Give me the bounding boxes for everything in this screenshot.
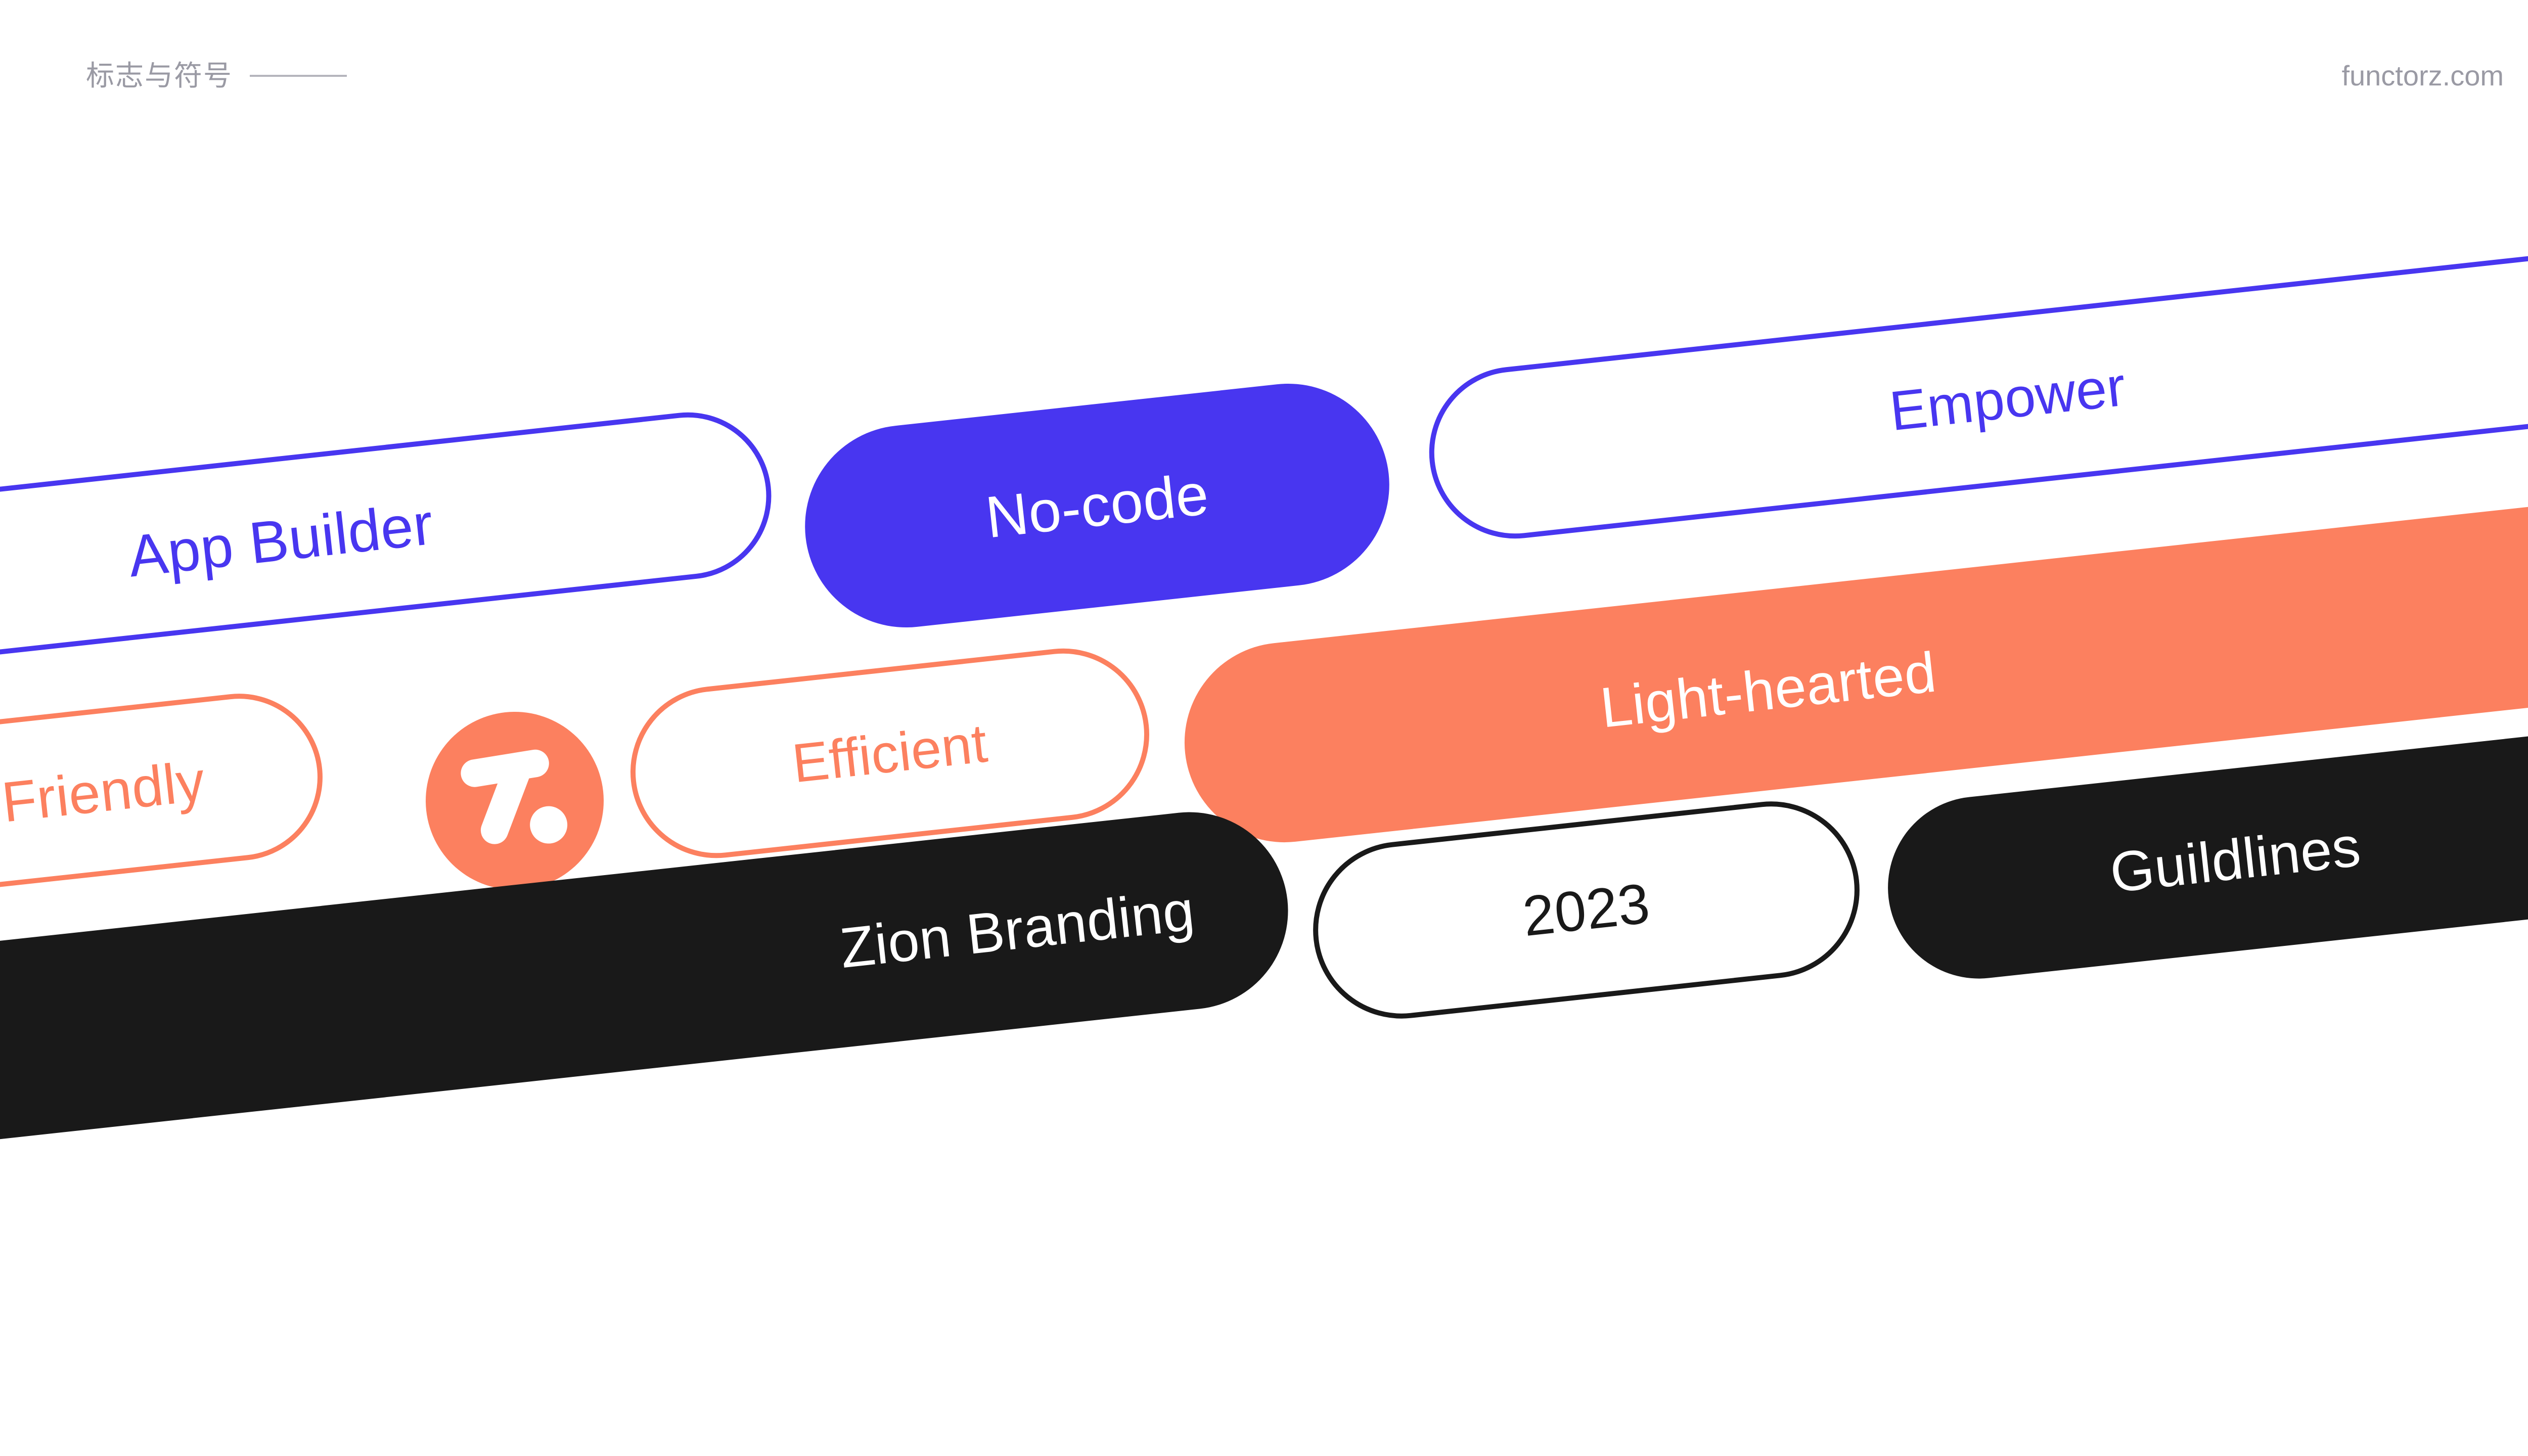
pill-empower[interactable]: Empower xyxy=(1420,231,2528,548)
functorz-logo-icon[interactable] xyxy=(417,703,613,899)
pill-label-light-hearted: Light-hearted xyxy=(1597,640,1939,740)
pill-label-guildlines: Guildlines xyxy=(2107,814,2364,904)
pill-label-no-code: No-code xyxy=(982,461,1212,551)
pill-label-empower: Empower xyxy=(1886,355,2129,443)
pill-label-2023: 2023 xyxy=(1519,871,1653,948)
pill-no-code[interactable]: No-code xyxy=(794,373,1400,638)
pill-friendly[interactable]: Friendly xyxy=(0,685,331,907)
pill-label-efficient: Efficient xyxy=(789,712,990,794)
pill-label-friendly: Friendly xyxy=(0,749,208,834)
pill-app-builder[interactable]: App Builder xyxy=(0,403,780,673)
pill-label-zion-branding: Zion Branding xyxy=(837,878,1198,980)
pill-label-app-builder: App Builder xyxy=(125,490,437,589)
